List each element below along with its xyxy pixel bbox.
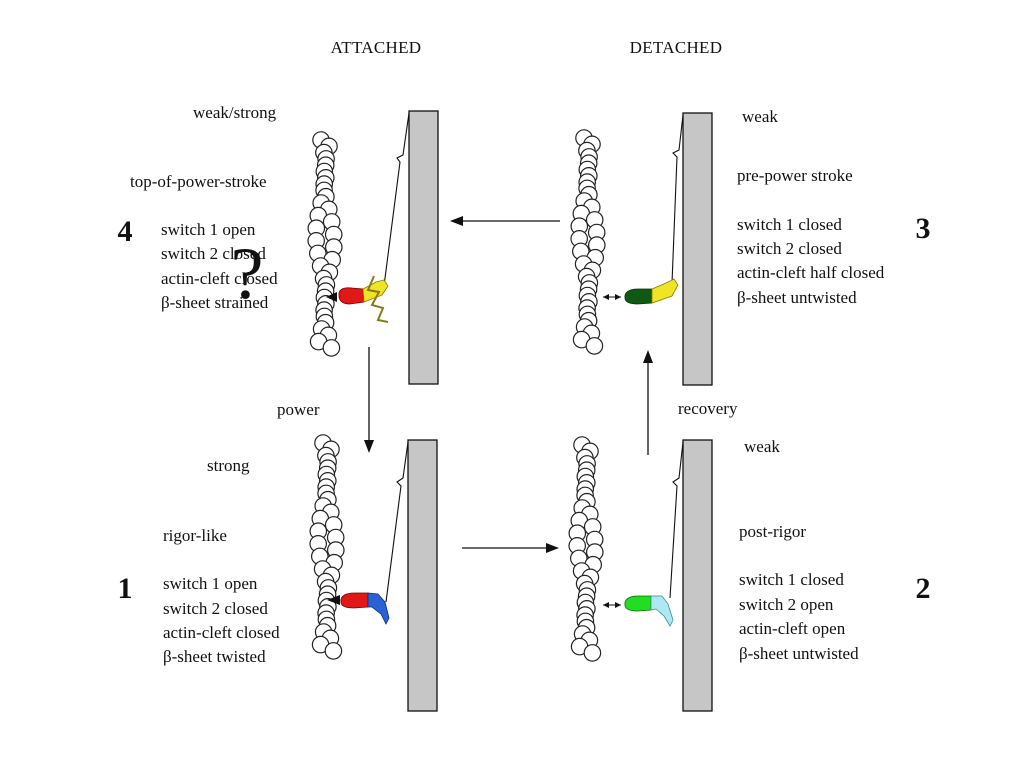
myosin-head-state-4 bbox=[326, 275, 389, 323]
actin-filament-state-3 bbox=[570, 129, 606, 355]
thick-filament-state-2 bbox=[682, 439, 713, 712]
lever-arm-state-4 bbox=[383, 112, 410, 287]
nucleotide-marker-state-4 bbox=[326, 292, 337, 302]
lever-arm-state-1 bbox=[385, 441, 409, 603]
state-4-number: 4 bbox=[118, 215, 133, 248]
head-motor-domain-state-4 bbox=[338, 287, 365, 305]
myosin-head-state-2 bbox=[603, 595, 674, 627]
state-4-detail-2: switch 2 closed bbox=[161, 244, 266, 263]
left-arrowhead-icon bbox=[603, 602, 609, 608]
head-motor-domain-state-2 bbox=[624, 595, 652, 612]
state-1-detail-4: β-sheet twisted bbox=[163, 647, 266, 666]
state-1-panel: strong rigor-like switch 1 open switch 2… bbox=[118, 434, 438, 712]
state-2-panel: weak post-rigor switch 1 closed switch 2… bbox=[568, 436, 931, 712]
arrow-1-to-2 bbox=[462, 543, 559, 553]
state-4-detail-4: β-sheet strained bbox=[161, 293, 269, 312]
right-arrowhead-icon bbox=[615, 602, 621, 608]
state-1-detail-3: actin-cleft closed bbox=[163, 623, 280, 642]
state-1-detail-1: switch 1 open bbox=[163, 574, 258, 593]
state-3-panel: weak pre-power stroke switch 1 closed sw… bbox=[570, 107, 931, 386]
head-motor-domain-state-1 bbox=[340, 592, 369, 609]
actin-monomer bbox=[585, 337, 604, 355]
actin-filament-state-1 bbox=[309, 434, 345, 660]
state-2-detail-4: β-sheet untwisted bbox=[739, 644, 859, 663]
thick-filament-state-4 bbox=[408, 110, 439, 385]
head-converter-state-1 bbox=[367, 592, 390, 625]
state-4-conformation: top-of-power-stroke bbox=[130, 172, 267, 191]
state-1-binding: strong bbox=[207, 456, 250, 475]
transition-power-label: power bbox=[277, 400, 320, 419]
state-1-conformation: rigor-like bbox=[163, 526, 227, 545]
actin-monomer bbox=[583, 644, 602, 662]
state-1-number: 1 bbox=[118, 572, 133, 605]
strain-bolt-icon bbox=[366, 275, 389, 323]
state-4-binding: weak/strong bbox=[193, 103, 277, 122]
state-4-panel: ? weak/strong top-of-power-stroke switch… bbox=[118, 103, 439, 385]
thick-filament-state-3 bbox=[682, 112, 713, 386]
state-2-detail-1: switch 1 closed bbox=[739, 570, 844, 589]
state-3-conformation: pre-power stroke bbox=[737, 166, 853, 185]
lever-arm-state-3 bbox=[671, 114, 684, 284]
thick-filament-state-1 bbox=[407, 439, 438, 712]
head-motor-domain-state-3 bbox=[624, 288, 653, 305]
header-detached: DETACHED bbox=[630, 38, 723, 57]
state-3-number: 3 bbox=[916, 212, 931, 245]
state-1-detail-2: switch 2 closed bbox=[163, 599, 268, 618]
left-arrowhead-icon bbox=[603, 294, 609, 300]
myosin-head-state-1 bbox=[327, 592, 390, 625]
state-3-detail-4: β-sheet untwisted bbox=[737, 288, 857, 307]
state-2-number: 2 bbox=[916, 572, 931, 605]
arrow-3-to-4 bbox=[450, 216, 560, 226]
state-2-binding: weak bbox=[744, 437, 780, 456]
arrow-4-to-1-power bbox=[364, 347, 374, 453]
arrow-2-to-3-recovery bbox=[643, 350, 653, 455]
actin-monomer bbox=[324, 642, 343, 660]
lever-arm-state-2 bbox=[669, 441, 684, 599]
state-3-detail-2: switch 2 closed bbox=[737, 239, 842, 258]
arrowhead-icon bbox=[450, 216, 463, 226]
header-attached: ATTACHED bbox=[331, 38, 422, 57]
actin-filament-state-2 bbox=[568, 436, 604, 662]
actin-monomer bbox=[322, 339, 341, 357]
transition-recovery-label: recovery bbox=[678, 399, 738, 418]
state-3-binding: weak bbox=[742, 107, 778, 126]
arrowhead-icon bbox=[643, 350, 653, 363]
state-3-detail-1: switch 1 closed bbox=[737, 215, 842, 234]
state-2-conformation: post-rigor bbox=[739, 522, 806, 541]
head-converter-state-2 bbox=[650, 595, 674, 627]
question-mark: ? bbox=[231, 233, 264, 315]
arrowhead-icon bbox=[364, 440, 374, 453]
state-2-detail-3: actin-cleft open bbox=[739, 619, 846, 638]
actin-filament-state-4 bbox=[307, 131, 343, 357]
state-3-detail-3: actin-cleft half closed bbox=[737, 263, 885, 282]
state-4-detail-3: actin-cleft closed bbox=[161, 269, 278, 288]
nucleotide-marker-state-1 bbox=[327, 595, 340, 605]
head-converter-state-3 bbox=[651, 278, 679, 304]
arrowhead-icon bbox=[546, 543, 559, 553]
myosin-head-state-3 bbox=[603, 278, 679, 305]
state-2-detail-2: switch 2 open bbox=[739, 595, 834, 614]
state-4-detail-1: switch 1 open bbox=[161, 220, 256, 239]
right-arrowhead-icon bbox=[615, 294, 621, 300]
